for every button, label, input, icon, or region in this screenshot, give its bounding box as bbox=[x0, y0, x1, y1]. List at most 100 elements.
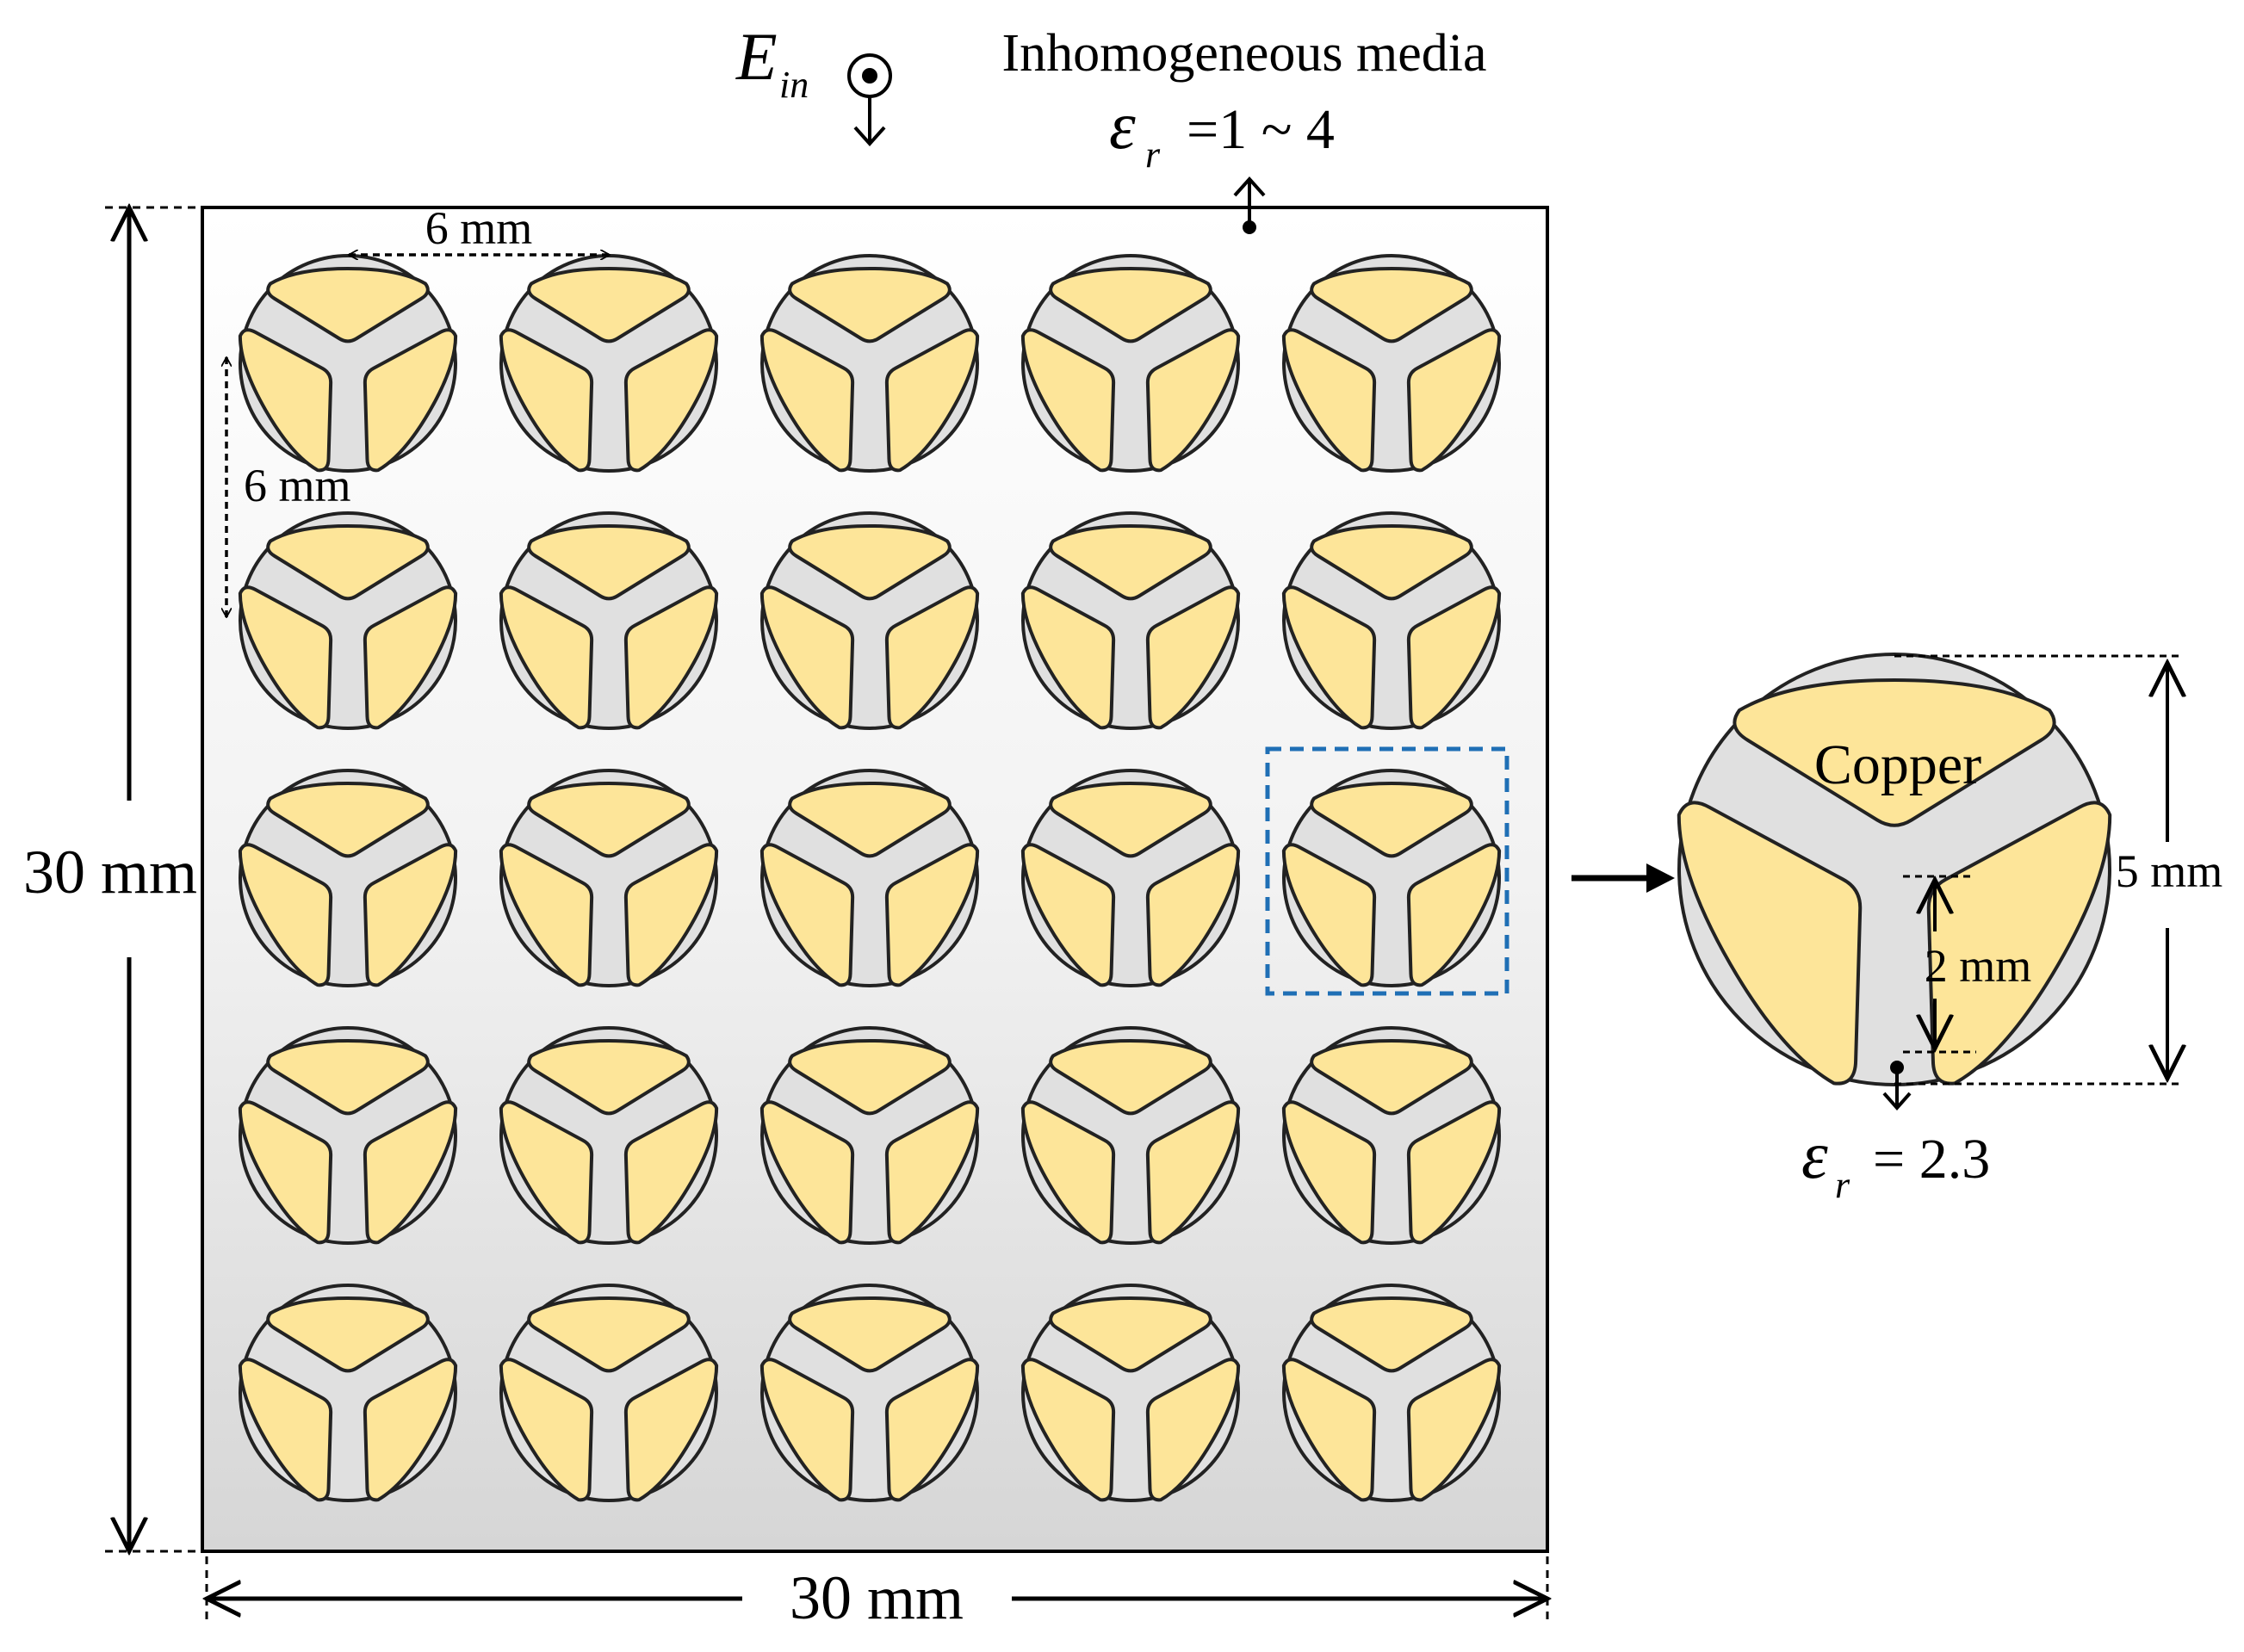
unit-cell-r1-c4 bbox=[1020, 254, 1241, 473]
unit-cell-r3-c5 bbox=[1281, 769, 1502, 987]
copper-petal bbox=[1020, 843, 1116, 987]
copper-petal bbox=[363, 328, 458, 473]
copper-petal bbox=[266, 524, 430, 601]
media-pointer bbox=[1233, 176, 1266, 234]
unit-eps-symbol: ε bbox=[1801, 1117, 1828, 1192]
copper-petal bbox=[527, 524, 691, 601]
copper-petal bbox=[363, 1100, 458, 1245]
slot-length-label: 2 mm bbox=[1925, 940, 2032, 992]
copper-petal bbox=[1677, 801, 1863, 1086]
copper-petal bbox=[1145, 1100, 1241, 1245]
copper-petal bbox=[266, 1039, 430, 1116]
unit-pointer bbox=[1882, 1061, 1912, 1111]
zoom-arrow-head bbox=[1646, 863, 1675, 893]
slot-length-dimension: 2 mm bbox=[1903, 875, 2032, 1054]
copper-petal bbox=[884, 843, 980, 987]
copper-petal bbox=[363, 585, 458, 730]
copper-petal bbox=[1406, 843, 1502, 987]
copper-petal bbox=[759, 585, 855, 730]
pitch-y-label: 6 mm bbox=[244, 460, 351, 511]
copper-petal bbox=[527, 1039, 691, 1116]
unit-cell-r2-c3 bbox=[759, 511, 980, 730]
zoom-cell-shape bbox=[1677, 653, 2112, 1086]
copper-petal bbox=[527, 267, 691, 343]
copper-petal bbox=[1145, 585, 1241, 730]
unit-eps-value: = 2.3 bbox=[1873, 1128, 1990, 1191]
copper-petal bbox=[1049, 267, 1212, 343]
copper-petal bbox=[266, 782, 430, 858]
copper-petal bbox=[788, 524, 952, 601]
unit-cell-r3-c4 bbox=[1020, 769, 1241, 987]
copper-petal bbox=[1049, 782, 1212, 858]
copper-petal bbox=[499, 1358, 594, 1502]
unit-cell-r4-c5 bbox=[1281, 1026, 1502, 1245]
copper-petal bbox=[1145, 328, 1241, 473]
copper-petal bbox=[788, 267, 952, 343]
copper-petal bbox=[623, 843, 719, 987]
unit-cell-r5-c5 bbox=[1281, 1284, 1502, 1502]
unit-cell-r1-c5 bbox=[1281, 254, 1502, 473]
unit-cell-r5-c2 bbox=[499, 1284, 719, 1502]
field-symbol: E bbox=[735, 19, 778, 94]
media-eps-subscript: r bbox=[1145, 133, 1161, 176]
copper-petal bbox=[1281, 1358, 1377, 1502]
copper-petal bbox=[499, 843, 594, 987]
copper-petal bbox=[788, 1039, 952, 1116]
unit-cell-r5-c4 bbox=[1020, 1284, 1241, 1502]
copper-petal bbox=[884, 1100, 980, 1245]
unit-cell-r1-c3 bbox=[759, 254, 980, 473]
unit-cell-r1-c2 bbox=[499, 254, 719, 473]
copper-petal bbox=[1281, 1100, 1377, 1245]
unit-cell-r2-c2 bbox=[499, 511, 719, 730]
unit-cell-r5-c1 bbox=[238, 1284, 458, 1502]
unit-cell-r2-c4 bbox=[1020, 511, 1241, 730]
pitch-x-label: 6 mm bbox=[425, 202, 533, 254]
copper-petal bbox=[1049, 1039, 1212, 1116]
copper-petal bbox=[1310, 524, 1473, 601]
copper-petal bbox=[1145, 1358, 1241, 1502]
copper-petal bbox=[1145, 843, 1241, 987]
unit-cell-r2-c5 bbox=[1281, 511, 1502, 730]
copper-petal bbox=[238, 328, 333, 473]
copper-petal bbox=[238, 1358, 333, 1502]
copper-petal bbox=[759, 1100, 855, 1245]
copper-petal bbox=[1733, 678, 2056, 827]
copper-petal bbox=[1310, 1296, 1473, 1373]
unit-cell-r4-c1 bbox=[238, 1026, 458, 1245]
unit-diameter-dimension: 5 mm bbox=[1894, 654, 2223, 1086]
copper-petal bbox=[1310, 782, 1473, 858]
copper-petal bbox=[1926, 801, 2112, 1086]
copper-petal bbox=[1281, 843, 1377, 987]
copper-petal bbox=[759, 328, 855, 473]
unit-cell-r5-c3 bbox=[759, 1284, 980, 1502]
media-eps-value: =1 ~ 4 bbox=[1187, 98, 1335, 161]
copper-petal bbox=[884, 1358, 980, 1502]
incident-field: E in bbox=[735, 19, 892, 146]
copper-petal bbox=[1020, 328, 1116, 473]
unit-cell-r2-c1 bbox=[238, 511, 458, 730]
unit-cell-r4-c3 bbox=[759, 1026, 980, 1245]
unit-cell-grid bbox=[238, 254, 1502, 1502]
copper-petal bbox=[238, 1100, 333, 1245]
copper-petal bbox=[1406, 1100, 1502, 1245]
copper-petal bbox=[1020, 1358, 1116, 1502]
width-dimension: 30 mm bbox=[207, 1556, 1547, 1632]
copper-petal bbox=[623, 1358, 719, 1502]
pitch-x-dimension: 6 mm bbox=[349, 202, 610, 255]
copper-petal bbox=[499, 328, 594, 473]
unit-cell-r3-c3 bbox=[759, 769, 980, 987]
copper-petal bbox=[527, 1296, 691, 1373]
copper-petal bbox=[266, 1296, 430, 1373]
copper-petal bbox=[1406, 1358, 1502, 1502]
zoomed-unit-cell bbox=[1677, 653, 2112, 1086]
copper-petal bbox=[884, 328, 980, 473]
copper-petal bbox=[363, 843, 458, 987]
pitch-y-dimension: 6 mm bbox=[226, 357, 351, 617]
copper-petal bbox=[1049, 524, 1212, 601]
copper-petal bbox=[1310, 1039, 1473, 1116]
copper-petal bbox=[1406, 328, 1502, 473]
copper-petal bbox=[527, 782, 691, 858]
unit-diameter-label: 5 mm bbox=[2116, 845, 2223, 897]
copper-petal bbox=[499, 585, 594, 730]
